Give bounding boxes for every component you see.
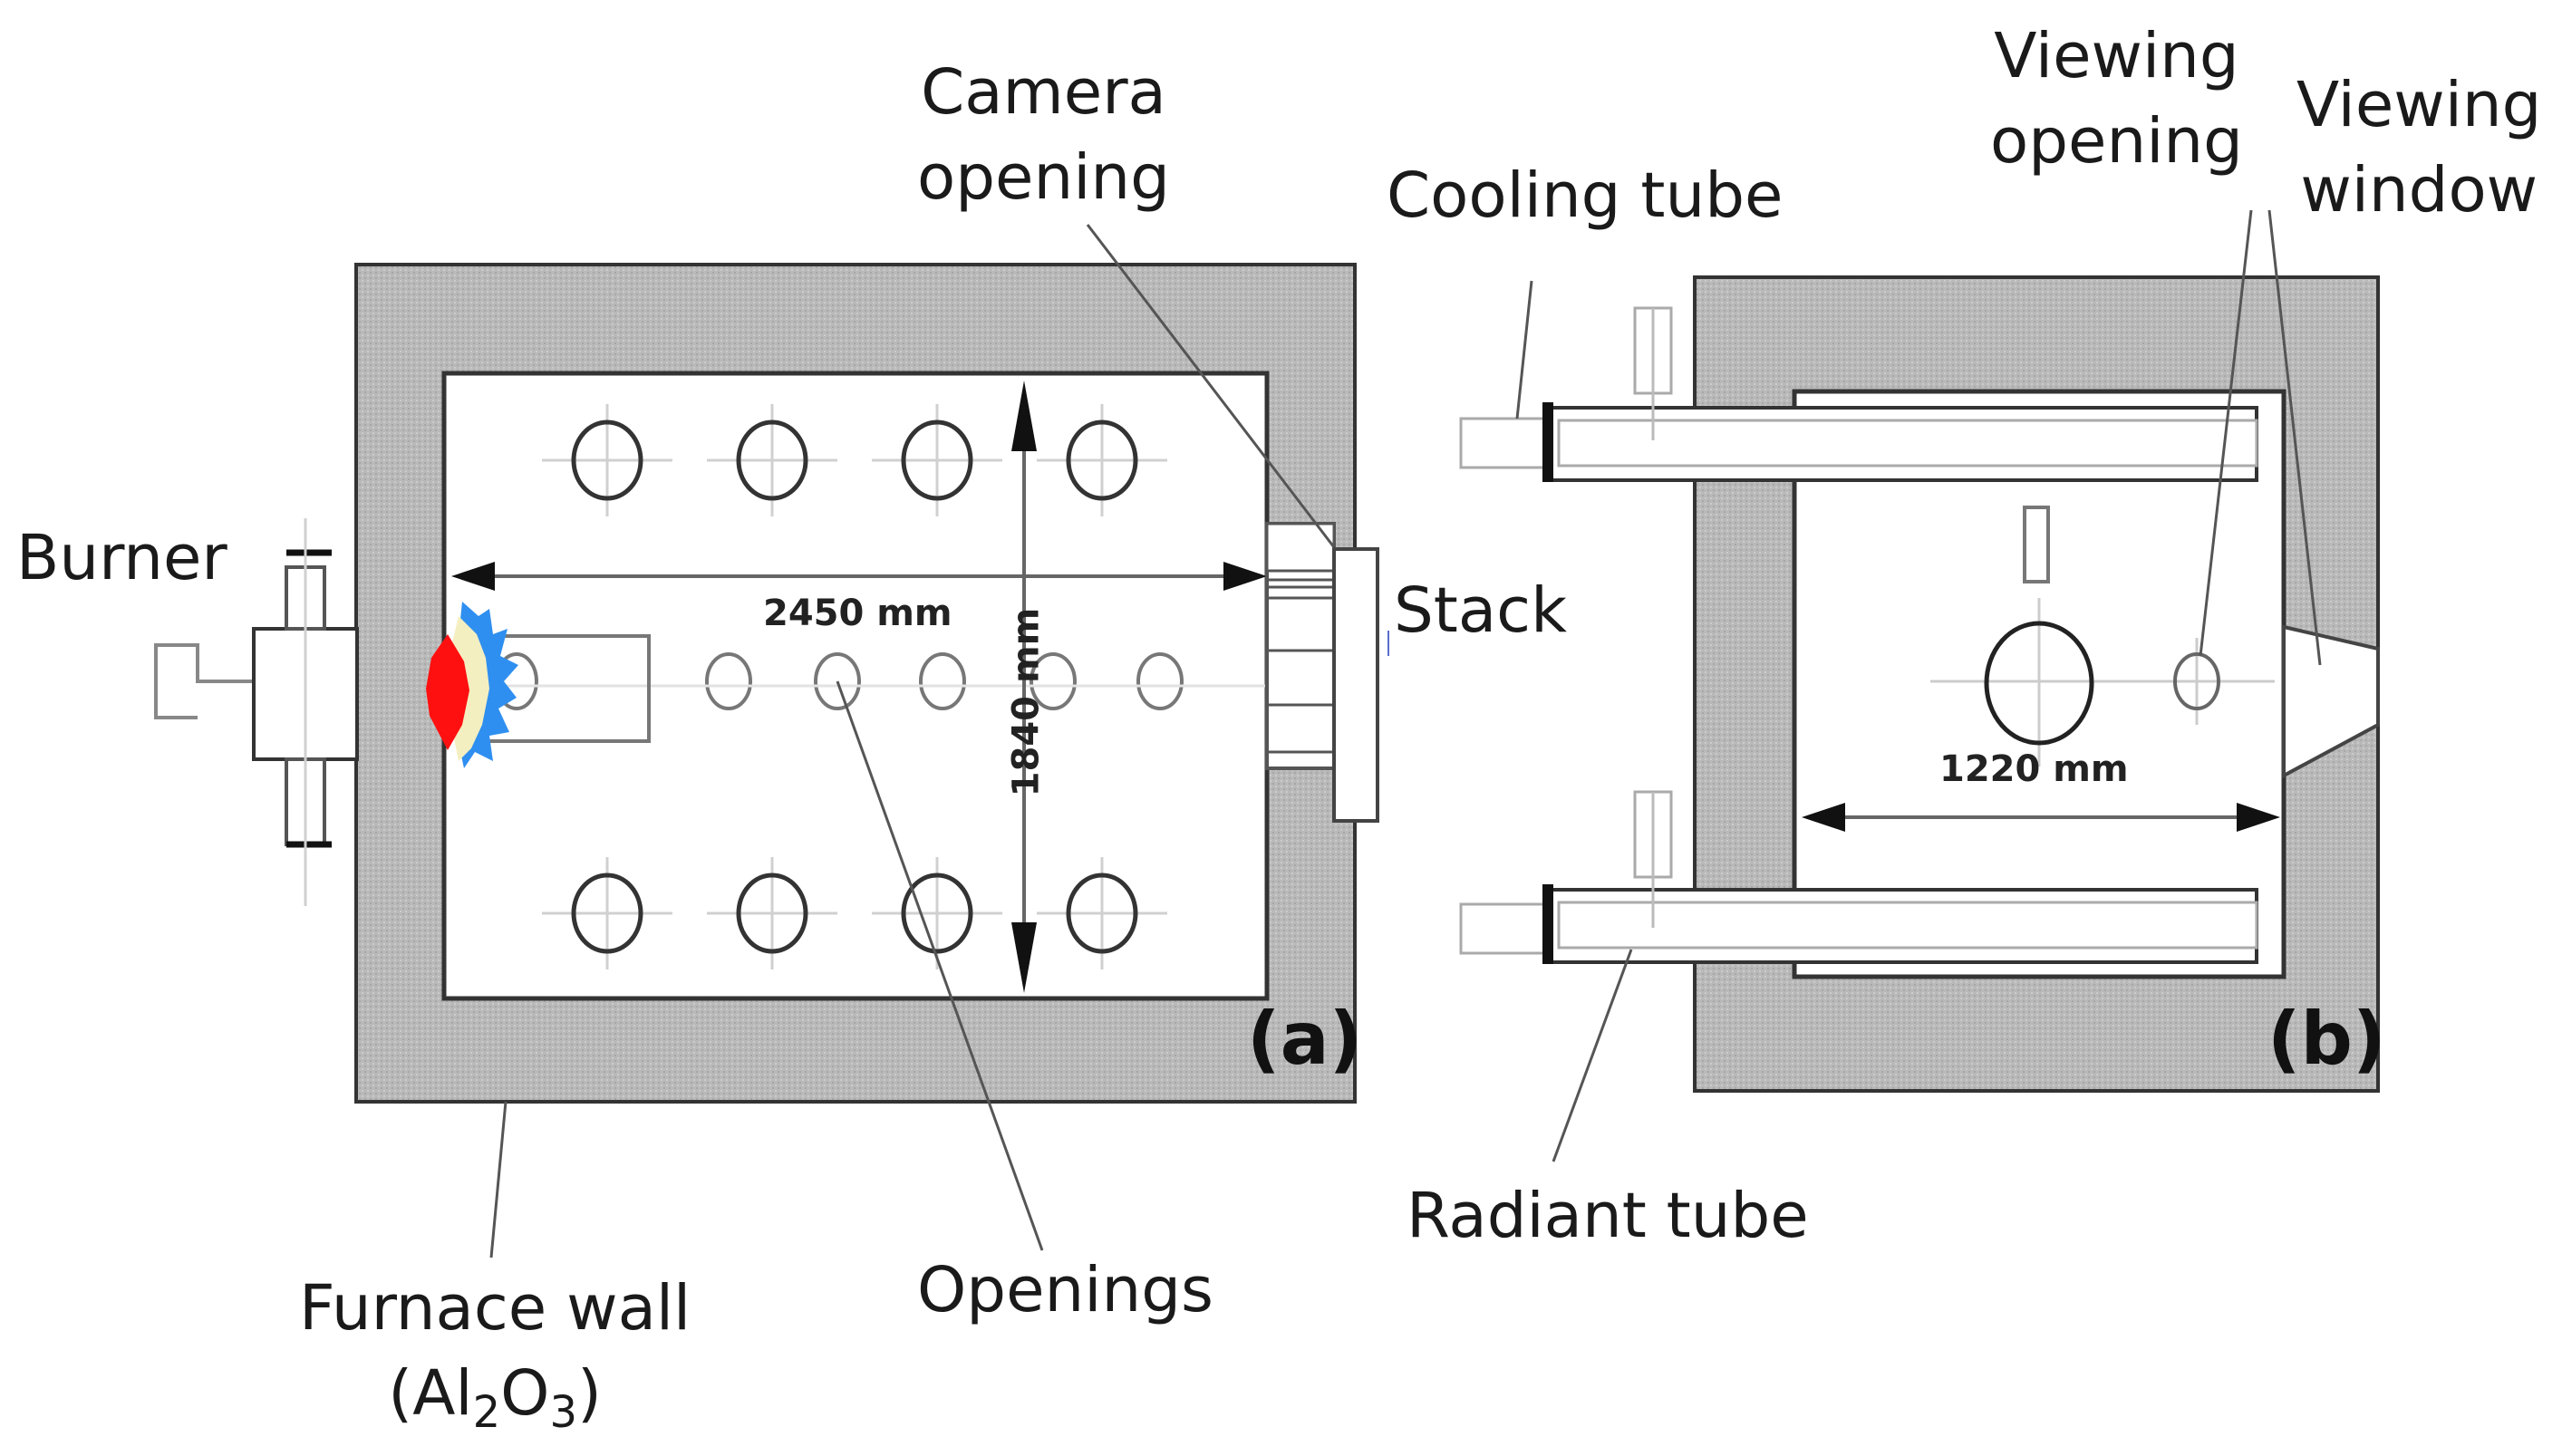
opening	[1066, 873, 1138, 954]
stack-label: Stack	[1394, 574, 1568, 647]
opening	[1030, 652, 1077, 710]
radiant-tube-top	[1459, 306, 2258, 482]
leader-lines-b	[1515, 209, 2322, 1162]
viewing-opening-label: Viewing opening	[1990, 20, 2243, 178]
opening	[919, 652, 966, 710]
dimension-length-label: 2450 mm	[763, 593, 952, 634]
furnace-wall-label: Furnace wall (Al2O3)	[299, 1272, 691, 1438]
opening	[814, 652, 861, 710]
dimension-width-b-label: 1220 mm	[1939, 748, 2129, 790]
opening	[705, 652, 752, 710]
opening	[571, 873, 643, 954]
opening	[901, 419, 973, 501]
opening	[736, 873, 808, 954]
dimension-width-a-label: 1840 mm	[1005, 607, 1048, 797]
panel-a	[154, 224, 1389, 1258]
leader-lines-a	[489, 224, 1336, 1258]
openings-middle-row	[495, 652, 1184, 710]
opening	[1066, 419, 1138, 501]
opening	[736, 419, 808, 501]
radiant-tube-bottom	[1459, 790, 2258, 964]
stack-assembly	[1265, 522, 1389, 823]
opening	[571, 419, 643, 501]
burner-assembly	[154, 518, 359, 906]
radiant-tube-label: Radiant tube	[1407, 1180, 1809, 1252]
panel-a-label: (a)	[1247, 997, 1363, 1081]
opening	[1136, 652, 1184, 710]
cooling-tube-label: Cooling tube	[1387, 159, 1784, 232]
openings-label: Openings	[917, 1254, 1213, 1326]
viewing-window	[2282, 624, 2380, 779]
viewing-window-label: Viewing window	[2296, 69, 2542, 227]
panel-b	[1459, 209, 2380, 1162]
flame-icon	[426, 602, 518, 768]
opening	[901, 873, 973, 954]
panel-b-label: (b)	[2267, 997, 2386, 1081]
opening	[1984, 621, 2094, 746]
openings-top-row	[571, 419, 1138, 501]
openings-bottom-row	[571, 873, 1138, 954]
camera-opening-label: Camera opening	[917, 56, 1170, 214]
burner-label: Burner	[16, 522, 227, 594]
viewing-opening	[2173, 652, 2220, 710]
